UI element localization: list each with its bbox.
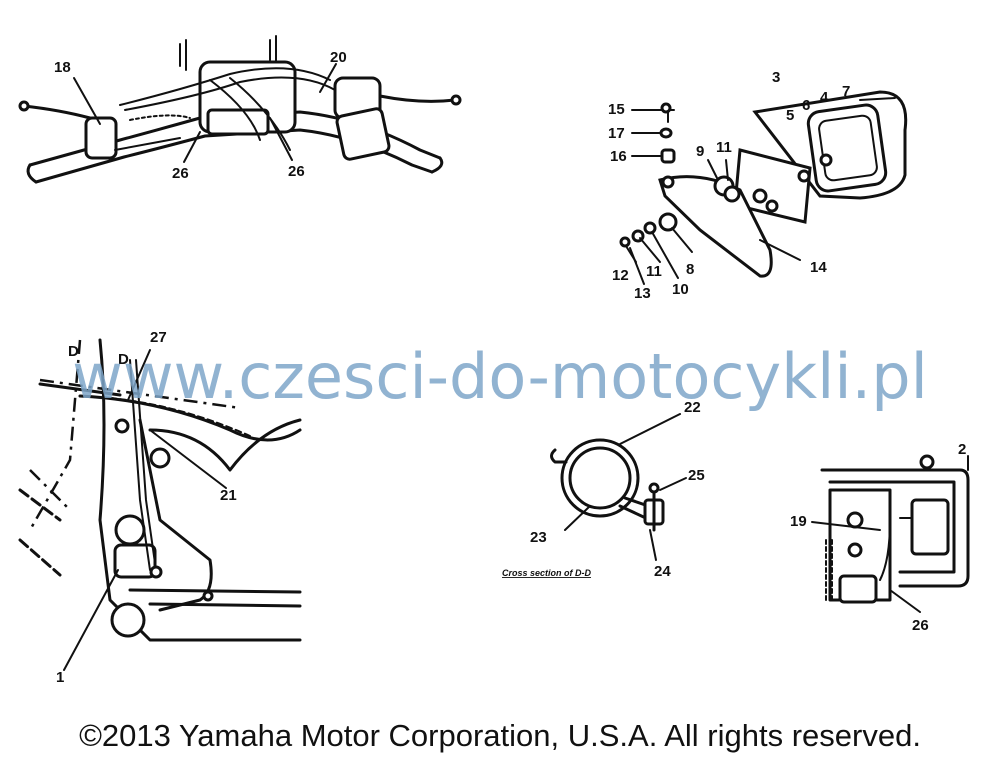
callout-25: 25 xyxy=(688,467,705,484)
callout-26-battery: 26 xyxy=(912,617,929,634)
callout-11-bottom: 11 xyxy=(646,263,662,280)
callout-13: 13 xyxy=(634,285,651,302)
watermark: www.czesci-do-motocykli.pl xyxy=(72,340,928,413)
callout-26-right: 26 xyxy=(288,163,305,180)
callout-10: 10 xyxy=(672,281,689,298)
callout-7: 7 xyxy=(842,83,850,100)
handlebar-assembly: 18 20 26 26 xyxy=(18,35,462,184)
clamp-cross-section: 22 23 24 25 Cross section of D-D xyxy=(502,399,705,580)
callout-19: 19 xyxy=(790,513,807,530)
callout-20: 20 xyxy=(330,49,347,66)
callout-3: 3 xyxy=(772,69,780,86)
section-mark-d-left: D xyxy=(68,343,79,360)
callout-24: 24 xyxy=(654,563,671,580)
callout-4: 4 xyxy=(820,89,829,106)
copyright-notice: ©2013 Yamaha Motor Corporation, U.S.A. A… xyxy=(79,718,921,753)
callout-18: 18 xyxy=(54,59,71,76)
callout-17: 17 xyxy=(608,125,625,142)
cross-section-label: Cross section of D-D xyxy=(502,568,592,578)
callout-15: 15 xyxy=(608,101,625,118)
callout-23: 23 xyxy=(530,529,547,546)
callout-2: 2 xyxy=(958,441,966,458)
taillight-assembly: 3 4 5 6 7 8 9 10 11 11 12 13 14 15 16 17 xyxy=(608,69,908,302)
battery-box-assembly: 2 19 26 xyxy=(790,441,970,634)
callout-5: 5 xyxy=(786,107,794,124)
callout-11-top: 11 xyxy=(716,139,732,156)
section-mark-d-right: D xyxy=(118,351,129,368)
callout-21: 21 xyxy=(220,487,237,504)
callout-9: 9 xyxy=(696,143,704,160)
callout-12: 12 xyxy=(612,267,629,284)
callout-16: 16 xyxy=(610,148,627,165)
callout-27: 27 xyxy=(150,329,167,346)
callout-14: 14 xyxy=(810,259,827,276)
callout-22: 22 xyxy=(684,399,701,416)
callout-1: 1 xyxy=(56,669,64,686)
frame-cable-routing: D D 27 21 1 xyxy=(18,329,302,686)
callout-6: 6 xyxy=(802,97,810,114)
callout-26-left: 26 xyxy=(172,165,189,182)
callout-8: 8 xyxy=(686,261,694,278)
